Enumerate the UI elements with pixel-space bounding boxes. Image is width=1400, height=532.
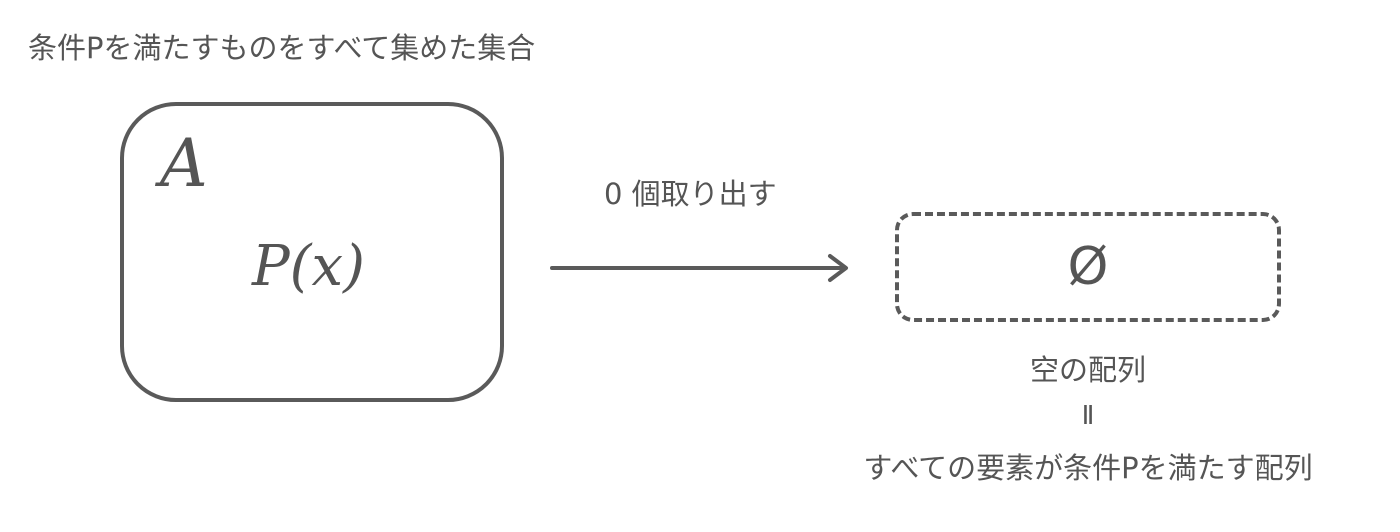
arrow-head [828,254,848,282]
equals-sign: Ⅱ [1081,401,1095,431]
empty-set-box: Ø [895,212,1281,322]
set-a-box: A P(x) [120,102,504,402]
empty-set-symbol: Ø [1067,237,1109,297]
arrow-label: 0 個取り出す [604,177,777,211]
empty-array-caption: 空の配列 [1029,353,1146,387]
diagram-heading: 条件Pを満たすものをすべて集めた集合 [28,31,536,65]
right-arrow-icon [550,254,848,282]
all-elements-caption: すべての要素が条件Pを満たす配列 [863,451,1313,485]
set-name-label: A [160,125,208,202]
predicate-label: P(x) [252,234,365,299]
